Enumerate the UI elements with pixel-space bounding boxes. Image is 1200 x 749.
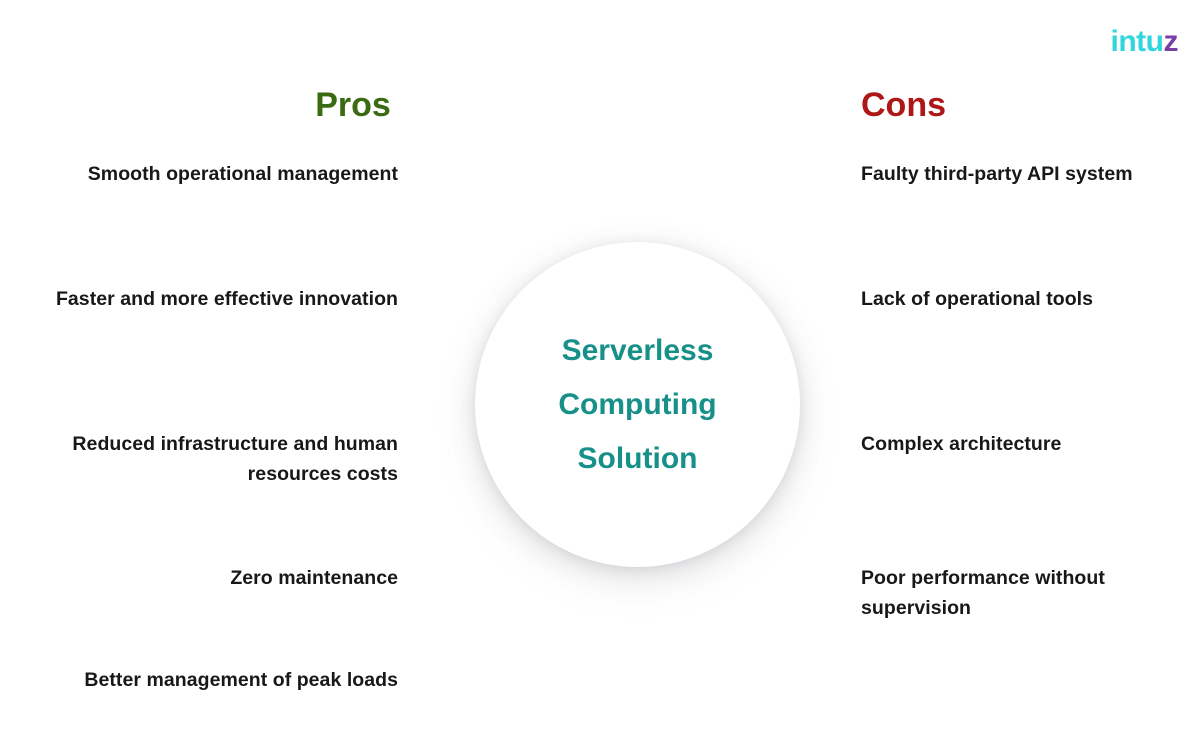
pros-heading: Pros (315, 86, 391, 124)
logo-wordmark-main: intu (1110, 25, 1164, 58)
pros-item: Smooth operational management (87, 163, 398, 185)
cons-item: Faulty third-party API system (861, 163, 1133, 185)
cons-column: Faulty third-party API system Lack of op… (780, 0, 1200, 749)
center-circle: Serverless Computing Solution (475, 242, 800, 567)
cons-heading: Cons (861, 86, 946, 124)
pros-column: Smooth operational management Faster and… (0, 0, 420, 749)
center-circle-line: Serverless (561, 333, 714, 367)
logo-wordmark-accent: z (1163, 25, 1179, 58)
cons-item: Complex architecture (861, 433, 1062, 455)
center-circle-line: Computing (558, 387, 717, 421)
pros-item: Better management of peak loads (84, 669, 398, 691)
pros-item: Reduced infrastructure and human resourc… (72, 433, 398, 485)
pros-item: Zero maintenance (230, 567, 398, 589)
intuz-logo: intuz (1110, 25, 1179, 58)
cons-item: Poor performance without supervision (861, 567, 1105, 619)
center-circle-line: Solution (577, 441, 698, 475)
center-circle-wrapper: Serverless Computing Solution (475, 242, 800, 567)
pros-item: Faster and more effective innovation (55, 288, 398, 310)
cons-item: Lack of operational tools (861, 288, 1094, 310)
